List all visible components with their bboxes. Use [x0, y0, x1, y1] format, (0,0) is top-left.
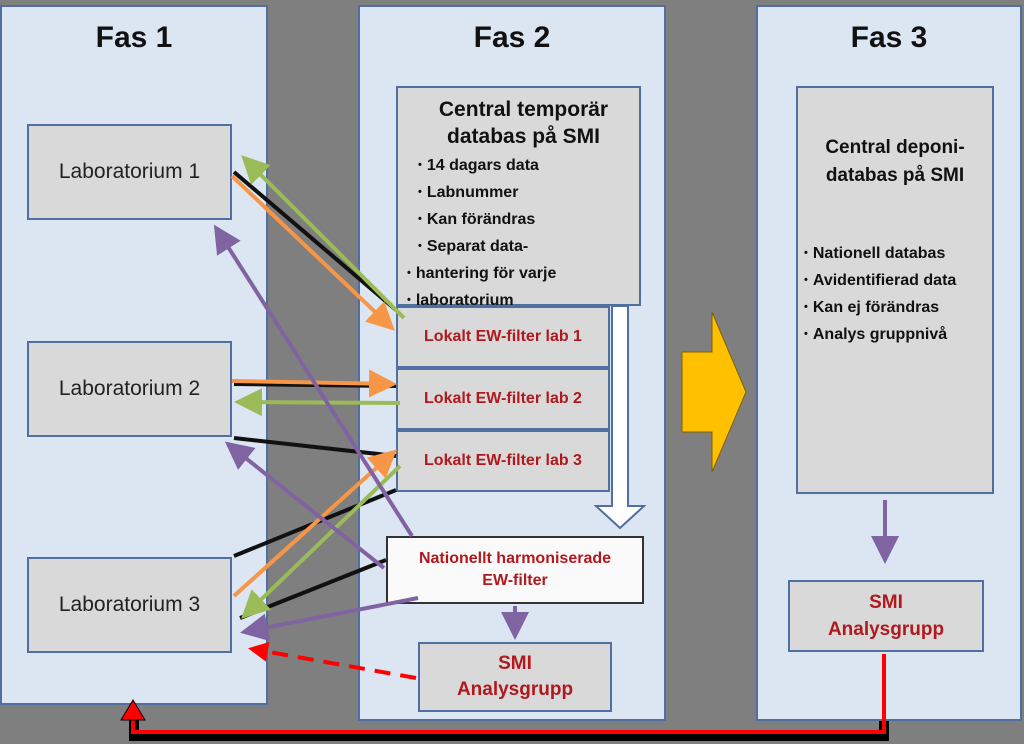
- phase-3-analysis-group-line-2: Analysgrupp: [827, 619, 945, 640]
- black-line: [233, 436, 397, 458]
- purple-arrow: [240, 596, 419, 642]
- purple-arrow: [213, 224, 414, 538]
- bullet-item: Avidentifierad data: [804, 267, 986, 294]
- phase-3-analysis-group-line-1: SMI: [869, 592, 903, 613]
- laboratory-1-label: Laboratorium 1: [58, 160, 201, 183]
- bullet-item: 14 dagars data: [418, 152, 629, 179]
- phase-3-title: Fas 3: [850, 21, 928, 54]
- phase-2-flow-arrow: [593, 305, 647, 530]
- laboratory-3-label: Laboratorium 3: [58, 593, 201, 616]
- central-depot-database-title: Central deponi- databas på SMI: [825, 137, 965, 186]
- local-filter-lab-1-label: Lokalt EW-filter lab 1: [424, 328, 582, 345]
- phase-2-title: Fas 2: [473, 21, 551, 54]
- central-temporary-database-title: Central temporär databas på SMI: [438, 98, 609, 148]
- local-filter-lab-3: Lokalt EW-filter lab 3: [396, 430, 610, 492]
- bullet-item: Separat data-: [418, 233, 629, 260]
- phase-3-analysis-group: SMI Analysgrupp: [788, 580, 984, 652]
- central-depot-database: Central deponi- databas på SMI Nationell…: [796, 86, 994, 494]
- black-line: [232, 170, 398, 312]
- red-return-arrow: [131, 654, 886, 734]
- phase-2-analysis-group-line-1: SMI: [498, 653, 532, 674]
- red-dashed-arrow: [248, 641, 417, 680]
- local-filter-lab-3-label: Lokalt EW-filter lab 3: [424, 452, 582, 469]
- phase-2-analysis-group-line-2: Analysgrupp: [456, 679, 574, 700]
- green-arrow: [241, 155, 406, 320]
- phase-1-title: Fas 1: [95, 21, 173, 54]
- laboratory-3-box: Laboratorium 3: [27, 557, 232, 653]
- phase-2-analysis-group: SMI Analysgrupp: [418, 642, 612, 712]
- purple-arrow: [224, 441, 386, 570]
- bullet-item: Nationell databas: [804, 240, 986, 267]
- laboratory-2-box: Laboratorium 2: [27, 341, 232, 437]
- bullet-item: Kan ej förändras: [804, 294, 986, 321]
- laboratory-2-label: Laboratorium 2: [58, 377, 201, 400]
- central-temporary-database: Central temporär databas på SMI 14 dagar…: [396, 86, 641, 309]
- bullet-item-continued: hantering för varje: [407, 260, 629, 287]
- green-arrow: [241, 464, 402, 619]
- national-filter-line-2: EW-filter: [482, 572, 548, 589]
- bullet-item: Analys gruppnivå: [804, 321, 986, 348]
- local-filter-lab-2: Lokalt EW-filter lab 2: [396, 368, 610, 430]
- bullet-item: Kan förändras: [418, 206, 629, 233]
- green-arrow: [234, 388, 401, 417]
- red-return-arrowhead: [120, 699, 146, 721]
- orange-arrow: [230, 174, 395, 331]
- central-temporary-database-bullets: 14 dagars data Labnummer Kan förändras S…: [416, 152, 629, 314]
- local-filter-lab-2-label: Lokalt EW-filter lab 2: [424, 390, 582, 407]
- local-filter-lab-1: Lokalt EW-filter lab 1: [396, 306, 610, 368]
- central-depot-database-bullets: Nationell databas Avidentifierad data Ka…: [804, 240, 986, 348]
- national-filter-line-1: Nationellt harmoniserade: [418, 550, 612, 567]
- bullet-item: Labnummer: [418, 179, 629, 206]
- national-harmonized-filter: Nationellt harmoniserade EW-filter: [386, 536, 644, 604]
- bullet-item-continued: laboratorium: [407, 287, 629, 314]
- phase-transition-arrow: [681, 311, 747, 473]
- orange-arrow: [232, 449, 397, 598]
- laboratory-1-box: Laboratorium 1: [27, 124, 232, 220]
